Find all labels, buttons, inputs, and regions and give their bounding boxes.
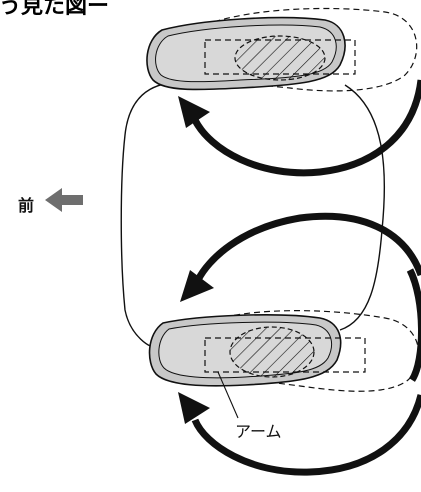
top-hatched-ellipse bbox=[234, 35, 326, 81]
page-title-fragment: う見た図ー bbox=[0, 0, 110, 19]
right-side-arc bbox=[406, 268, 421, 382]
middle-curved-arrowhead bbox=[180, 270, 214, 302]
left-arrow-icon bbox=[45, 188, 83, 212]
top-shoe-dashed-outline bbox=[204, 7, 418, 92]
arm-label: アーム bbox=[235, 422, 282, 441]
top-curved-arrow bbox=[191, 79, 421, 177]
bottom-curved-arrowhead bbox=[178, 392, 210, 424]
bottom-hatched-ellipse bbox=[229, 326, 315, 378]
middle-curved-arrow bbox=[194, 212, 421, 282]
bottom-curved-arrow bbox=[191, 394, 421, 476]
top-curved-arrowhead bbox=[178, 96, 210, 128]
arm-leader-line bbox=[217, 371, 239, 419]
front-label: 前 bbox=[18, 196, 35, 215]
